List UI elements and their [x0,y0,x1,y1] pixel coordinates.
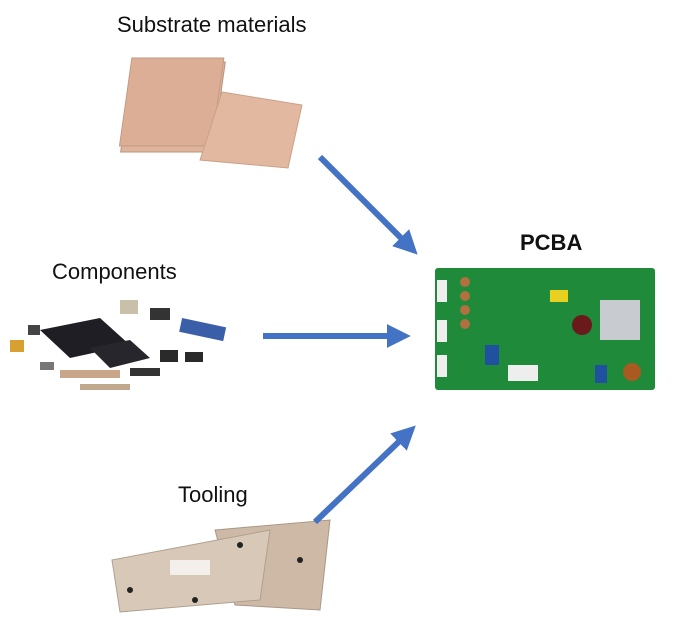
arrow-substrate-to-pcba [317,154,418,255]
substrate-materials-image [118,57,303,169]
tooling-image [111,519,331,613]
label-tooling: Tooling [178,482,248,507]
label-substrate: Substrate materials [117,12,307,37]
label-pcba: PCBA [520,230,583,255]
components-image [10,300,227,390]
label-components: Components [52,259,177,284]
arrow-tooling-to-pcba [312,425,416,525]
pcba-image [435,268,655,390]
